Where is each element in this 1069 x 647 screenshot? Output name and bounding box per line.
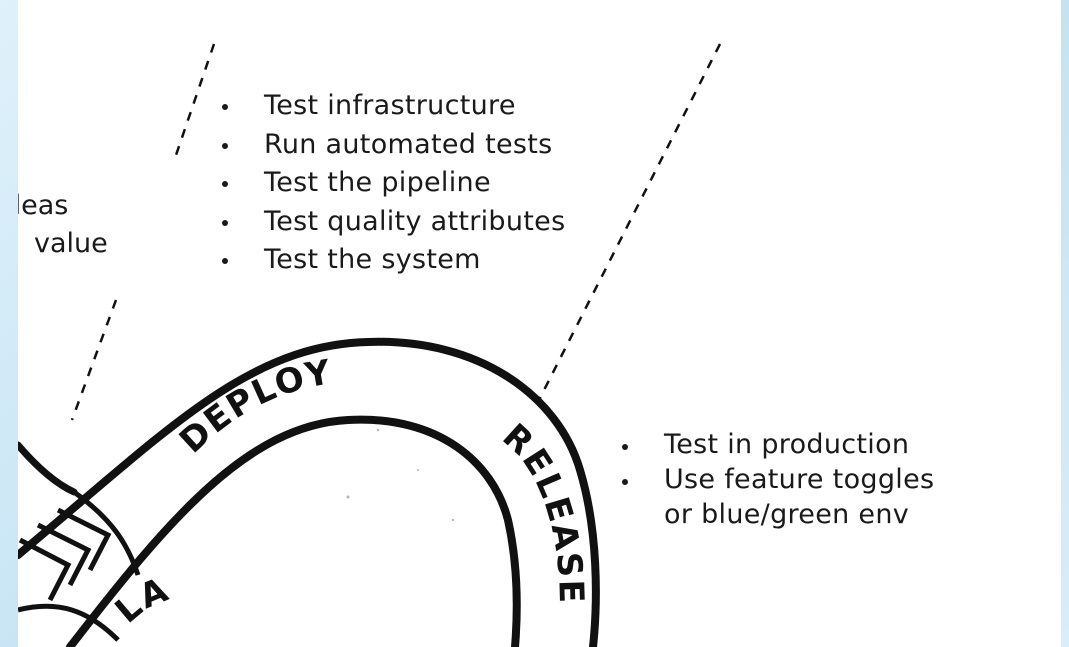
continuous-testing-list: Test infrastructure Run automated tests … bbox=[218, 87, 565, 280]
devops-loop-diagram: DEPLOY RELEASE LA bbox=[18, 43, 722, 647]
left-fragment-line1: deas bbox=[18, 190, 69, 221]
list-item: Test quality attributes bbox=[218, 203, 565, 242]
list-item: Test the pipeline bbox=[218, 164, 565, 203]
release-testing-list: Test in production Use feature toggles o… bbox=[618, 427, 934, 532]
list-item: Use feature toggles bbox=[618, 462, 934, 497]
crossing-edge-a bbox=[72, 489, 141, 576]
list-item: Test infrastructure bbox=[218, 87, 565, 126]
dashed-divider-left-top bbox=[173, 43, 216, 159]
list-item: Test in production bbox=[618, 427, 934, 462]
left-fragment-line2: value bbox=[34, 228, 108, 259]
left-loop-edge bbox=[18, 441, 78, 496]
loop-outer-edge bbox=[18, 337, 600, 647]
list-item: Run automated tests bbox=[218, 126, 565, 165]
crossing-edge-b bbox=[18, 603, 120, 642]
diagram-panel: DEPLOY RELEASE LA deas value Test infras… bbox=[18, 0, 1061, 647]
chevron-arrows bbox=[18, 507, 112, 602]
dashed-divider-right bbox=[538, 43, 722, 399]
loop-inner-edge bbox=[66, 415, 521, 647]
list-item-continuation: or blue/green env bbox=[664, 499, 910, 530]
dashed-divider-left-bottom bbox=[70, 299, 118, 421]
list-item: Test the system bbox=[218, 241, 565, 280]
paper-speckles bbox=[346, 428, 455, 522]
la-partial-label: LA bbox=[108, 569, 176, 631]
